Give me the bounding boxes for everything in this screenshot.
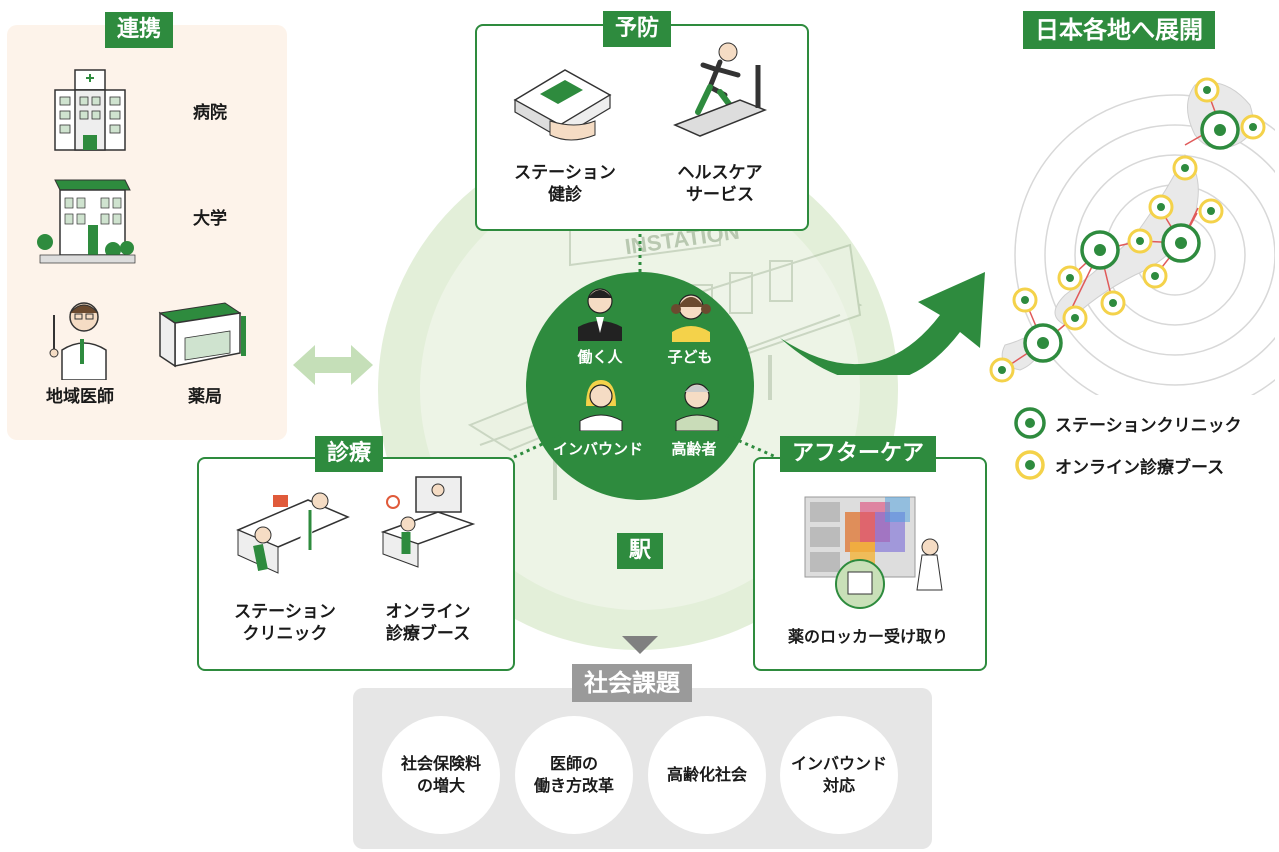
healthcare-label: ヘルスケア サービス bbox=[677, 163, 763, 206]
elderly-label: 高齢者 bbox=[671, 440, 717, 458]
online-legend-icon bbox=[1015, 450, 1045, 480]
down-arrow-icon bbox=[622, 636, 658, 654]
issues-title: 社会課題 bbox=[572, 664, 692, 702]
elderly-icon bbox=[675, 383, 719, 431]
university-icon bbox=[37, 179, 136, 264]
clinic-legend-label: ステーションクリニック bbox=[1055, 416, 1242, 436]
issue-social-insurance: 社会保険料 の増大 bbox=[382, 716, 500, 834]
yobou-panel bbox=[475, 24, 809, 231]
online-booth-label: オンライン 診療ブース bbox=[385, 602, 471, 645]
child-icon bbox=[671, 294, 711, 342]
clinic-legend-icon bbox=[1014, 407, 1046, 439]
clinic-desk-icon bbox=[236, 492, 350, 574]
local-doctor-label: 地域医師 bbox=[46, 387, 114, 407]
clinic-label: ステーション クリニック bbox=[234, 602, 336, 645]
renkei-title: 連携 bbox=[105, 12, 174, 48]
blood-pressure-icon bbox=[513, 69, 612, 141]
online-booth-icon bbox=[380, 476, 476, 568]
online-legend-label: オンライン診療ブース bbox=[1055, 458, 1225, 478]
japan-map bbox=[989, 77, 1275, 395]
university-label: 大学 bbox=[193, 209, 227, 229]
people-circle bbox=[526, 272, 754, 500]
issue-doctor-workstyle: 医師の 働き方改革 bbox=[515, 716, 633, 834]
hospital-icon bbox=[54, 69, 126, 151]
worker-icon bbox=[578, 288, 622, 341]
connector-lines bbox=[513, 227, 777, 459]
issue-inbound: インバウンド 対応 bbox=[780, 716, 898, 834]
inbound-label: インバウンド bbox=[552, 440, 643, 458]
japan-title: 日本各地へ展開 bbox=[1023, 11, 1215, 49]
checkup-label: ステーション 健診 bbox=[514, 163, 616, 206]
medicine-locker-icon bbox=[804, 496, 943, 609]
doctor-icon bbox=[49, 302, 107, 380]
locker-label: 薬のロッカー受け取り bbox=[787, 627, 948, 646]
worker-label: 働く人 bbox=[577, 348, 623, 366]
shinryo-panel bbox=[197, 457, 515, 671]
pharmacy-label: 薬局 bbox=[188, 387, 222, 407]
expansion-arrow-icon bbox=[780, 272, 985, 375]
inbound-icon bbox=[579, 380, 623, 431]
hospital-label: 病院 bbox=[193, 103, 227, 123]
treadmill-icon bbox=[673, 42, 768, 137]
shinryo-title: 診療 bbox=[315, 436, 384, 472]
yobou-title: 予防 bbox=[603, 11, 672, 47]
double-arrow-icon bbox=[293, 345, 373, 385]
station-label: 駅 bbox=[617, 533, 664, 569]
child-label: 子ども bbox=[667, 348, 713, 366]
renkei-panel bbox=[7, 25, 287, 440]
aftercare-title: アフターケア bbox=[780, 436, 937, 472]
issue-aging-society: 高齢化社会 bbox=[648, 716, 766, 834]
pharmacy-icon bbox=[158, 302, 246, 368]
